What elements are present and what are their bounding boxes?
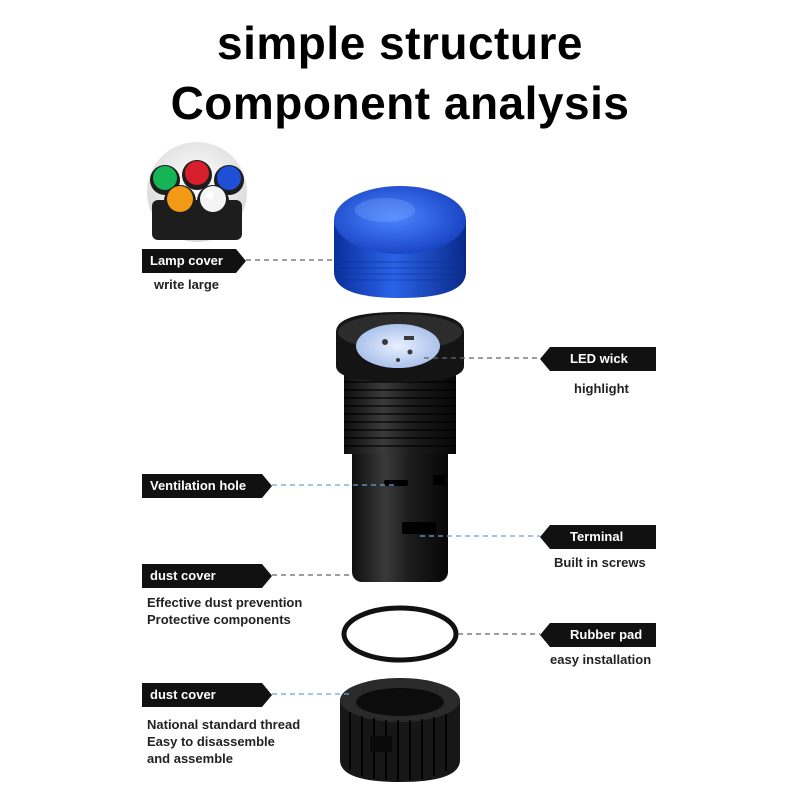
lamp-cover-illustration (334, 186, 466, 298)
label-terminal: Terminal (540, 525, 656, 549)
desc-dust-cover-1-line-1: Effective dust prevention (147, 595, 303, 610)
desc-dust-cover-1-line-2: Protective components (147, 612, 291, 627)
desc-rubber-pad: easy installation (550, 652, 652, 667)
title-line-2: Component analysis (170, 77, 630, 129)
lamp-body-illustration (336, 312, 464, 582)
title-line-1: simple structure (217, 17, 583, 69)
label-dust-cover-1: dust cover (142, 564, 272, 588)
desc-lamp-cover: write large (154, 277, 220, 292)
label-lamp-cover: Lamp cover (142, 249, 246, 273)
label-ventilation-hole: Ventilation hole (142, 474, 272, 498)
desc-dust-cover-2-line-1: National standard thread (147, 717, 301, 732)
desc-led-wick: highlight (574, 381, 629, 396)
rubber-pad-illustration (341, 605, 459, 663)
desc-terminal: Built in screws (554, 555, 646, 570)
label-dust-cover-2: dust cover (142, 683, 272, 707)
label-rubber-pad: Rubber pad (540, 623, 656, 647)
desc-dust-cover-2-line-2: Easy to disassemble (147, 734, 275, 749)
label-led-wick: LED wick (540, 347, 656, 371)
desc-dust-cover-2-line-3: and assemble (147, 751, 233, 766)
threaded-nut-illustration (340, 678, 460, 782)
color-variants-thumbnail (147, 142, 247, 242)
